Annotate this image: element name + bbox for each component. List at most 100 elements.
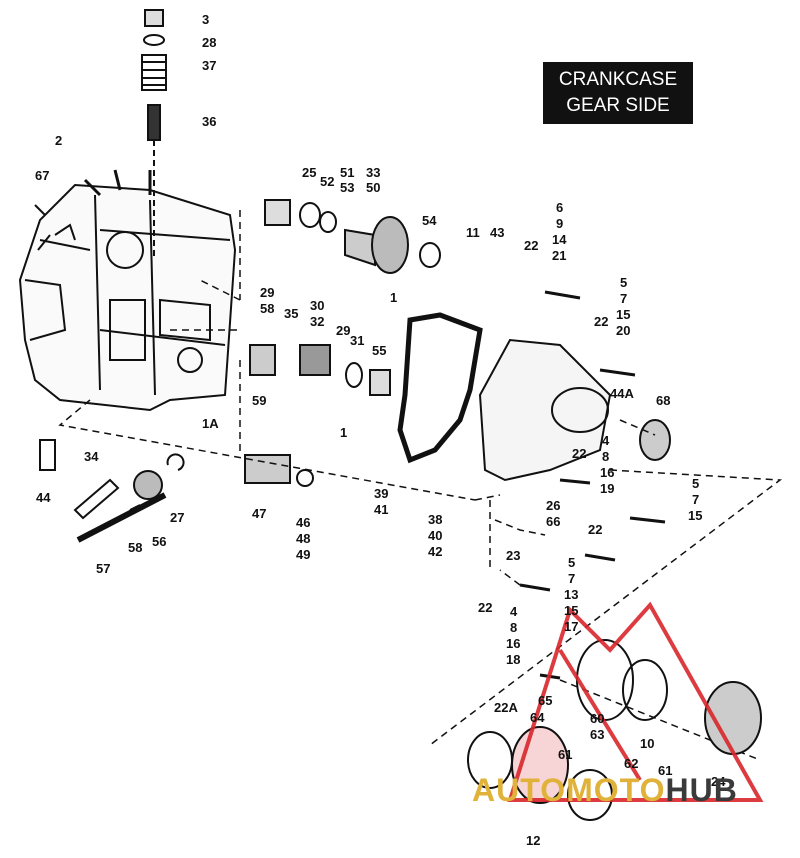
label-2: 2 <box>55 133 62 148</box>
label-30: 30 <box>310 298 324 313</box>
label-1-a: 1 <box>390 290 397 305</box>
label-22-b: 22 <box>594 314 608 329</box>
label-7-a: 7 <box>620 291 627 306</box>
label-12: 12 <box>526 833 540 848</box>
label-5-a: 5 <box>620 275 627 290</box>
label-27: 27 <box>170 510 184 525</box>
lower-parts-drawing <box>39 439 185 543</box>
label-15-b: 15 <box>688 508 702 523</box>
label-51: 51 <box>340 165 354 180</box>
label-48: 48 <box>296 531 310 546</box>
label-32: 32 <box>310 314 324 329</box>
label-59: 59 <box>252 393 266 408</box>
watermark-logo <box>507 601 764 802</box>
label-52: 52 <box>320 174 334 189</box>
label-7-b: 7 <box>692 492 699 507</box>
label-22-c: 22 <box>572 446 586 461</box>
label-67: 67 <box>35 168 49 183</box>
label-4-a: 4 <box>602 433 610 448</box>
label-44: 44 <box>36 490 51 505</box>
label-22-a: 22 <box>524 238 538 253</box>
label-34: 34 <box>84 449 99 464</box>
label-64: 64 <box>530 710 545 725</box>
label-54: 54 <box>422 213 437 228</box>
label-1A: 1A <box>202 416 219 431</box>
label-28: 28 <box>202 35 216 50</box>
label-63: 63 <box>590 727 604 742</box>
label-22-d: 22 <box>588 522 602 537</box>
label-29-a: 29 <box>260 285 274 300</box>
label-9: 9 <box>556 216 563 231</box>
label-20: 20 <box>616 323 630 338</box>
gasket-drawing <box>397 312 483 464</box>
label-13: 13 <box>564 587 578 602</box>
leader-lines <box>58 210 783 761</box>
label-36: 36 <box>202 114 216 129</box>
label-61-b: 61 <box>658 763 672 778</box>
label-25: 25 <box>302 165 316 180</box>
label-40: 40 <box>428 528 442 543</box>
label-56: 56 <box>152 534 166 549</box>
label-8-a: 8 <box>602 449 609 464</box>
label-65: 65 <box>538 693 552 708</box>
label-29-b: 29 <box>336 323 350 338</box>
label-5-c: 5 <box>568 555 575 570</box>
label-57: 57 <box>96 561 110 576</box>
label-44A: 44A <box>610 386 634 401</box>
label-23: 23 <box>506 548 520 563</box>
label-4-b: 4 <box>510 604 518 619</box>
label-10: 10 <box>640 736 654 751</box>
label-43: 43 <box>490 225 504 240</box>
label-26: 26 <box>546 498 560 513</box>
label-15-c: 15 <box>564 603 578 618</box>
label-33: 33 <box>366 165 380 180</box>
label-55: 55 <box>372 343 386 358</box>
label-42: 42 <box>428 544 442 559</box>
label-53: 53 <box>340 180 354 195</box>
camshaft-drawing <box>244 199 441 487</box>
label-66: 66 <box>546 514 560 529</box>
label-6: 6 <box>556 200 563 215</box>
label-49: 49 <box>296 547 310 562</box>
label-17: 17 <box>564 619 578 634</box>
label-47: 47 <box>252 506 266 521</box>
diagram-title: CRANKCASE GEAR SIDE <box>543 62 693 124</box>
label-18: 18 <box>506 652 520 667</box>
label-16-b: 16 <box>506 636 520 651</box>
label-61-a: 61 <box>558 747 572 762</box>
label-7-c: 7 <box>568 571 575 586</box>
label-5-b: 5 <box>692 476 699 491</box>
label-60: 60 <box>590 711 604 726</box>
label-21: 21 <box>552 248 566 263</box>
label-38: 38 <box>428 512 442 527</box>
title-line-2: GEAR SIDE <box>566 95 670 116</box>
plug-stack-drawing <box>141 9 167 260</box>
label-22-e: 22 <box>478 600 492 615</box>
label-58-a: 58 <box>260 301 274 316</box>
label-8-b: 8 <box>510 620 517 635</box>
gear-cover-drawing <box>478 338 671 482</box>
label-46: 46 <box>296 515 310 530</box>
label-15-a: 15 <box>616 307 630 322</box>
label-41: 41 <box>374 502 388 517</box>
label-35: 35 <box>284 306 298 321</box>
label-22A: 22A <box>494 700 518 715</box>
label-24: 24 <box>711 774 726 789</box>
label-31: 31 <box>350 333 364 348</box>
part-labels: 3 28 37 36 2 67 25 52 51 53 33 50 54 11 … <box>35 12 726 848</box>
label-11: 11 <box>466 225 480 240</box>
label-39: 39 <box>374 486 388 501</box>
crankcase-drawing <box>18 169 237 412</box>
title-line-1: CRANKCASE <box>558 69 678 90</box>
watermark-text: AUTOMOTOHUB <box>472 772 738 809</box>
watermark-part-2: HUB <box>665 772 738 808</box>
label-1-b: 1 <box>340 425 347 440</box>
label-68: 68 <box>656 393 670 408</box>
label-14: 14 <box>552 232 567 247</box>
label-50: 50 <box>366 180 380 195</box>
label-3: 3 <box>202 12 209 27</box>
label-19: 19 <box>600 481 614 496</box>
label-58-b: 58 <box>128 540 142 555</box>
label-16-a: 16 <box>600 465 614 480</box>
